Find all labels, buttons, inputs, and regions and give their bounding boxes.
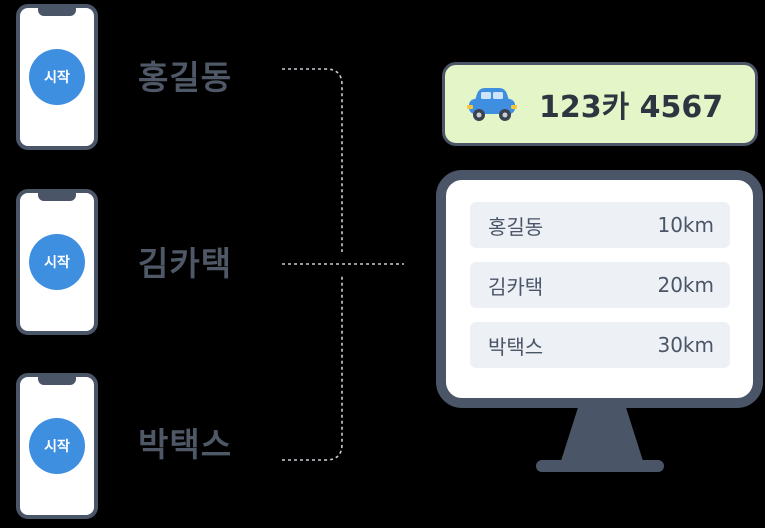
connector-bottom bbox=[282, 276, 343, 461]
list-item: 김카택 20km bbox=[470, 262, 730, 308]
driver-name-2: 김카택 bbox=[138, 244, 233, 283]
driver-phone-3: 시작 bbox=[16, 373, 98, 519]
plate-number: 123카 4567 bbox=[539, 90, 724, 125]
driver-distance: 20km bbox=[657, 273, 714, 297]
driver-phone-2: 시작 bbox=[16, 189, 98, 335]
start-button[interactable]: 시작 bbox=[29, 49, 85, 105]
connector-top bbox=[282, 68, 343, 252]
driver-phone-1: 시작 bbox=[16, 4, 98, 150]
driver-name: 김카택 bbox=[488, 274, 544, 299]
list-item: 홍길동 10km bbox=[470, 202, 730, 248]
driver-distance: 30km bbox=[657, 333, 714, 357]
driver-name-3: 박택스 bbox=[138, 425, 233, 464]
start-button[interactable]: 시작 bbox=[29, 418, 85, 474]
driver-name-1: 홍길동 bbox=[138, 58, 233, 97]
phone-notch bbox=[38, 377, 76, 385]
list-item: 박택스 30km bbox=[470, 322, 730, 368]
driver-name: 박택스 bbox=[488, 334, 544, 359]
driver-name: 홍길동 bbox=[488, 214, 544, 239]
phone-notch bbox=[38, 193, 76, 201]
driver-distance: 10km bbox=[657, 213, 714, 237]
phone-notch bbox=[38, 8, 76, 16]
vehicle-plate-card: 123카 4567 bbox=[442, 62, 758, 146]
start-button[interactable]: 시작 bbox=[29, 234, 85, 290]
monitor-stand-base bbox=[536, 460, 664, 472]
car-icon bbox=[467, 88, 517, 121]
monitor: 홍길동 10km 김카택 20km 박택스 30km bbox=[436, 170, 763, 408]
